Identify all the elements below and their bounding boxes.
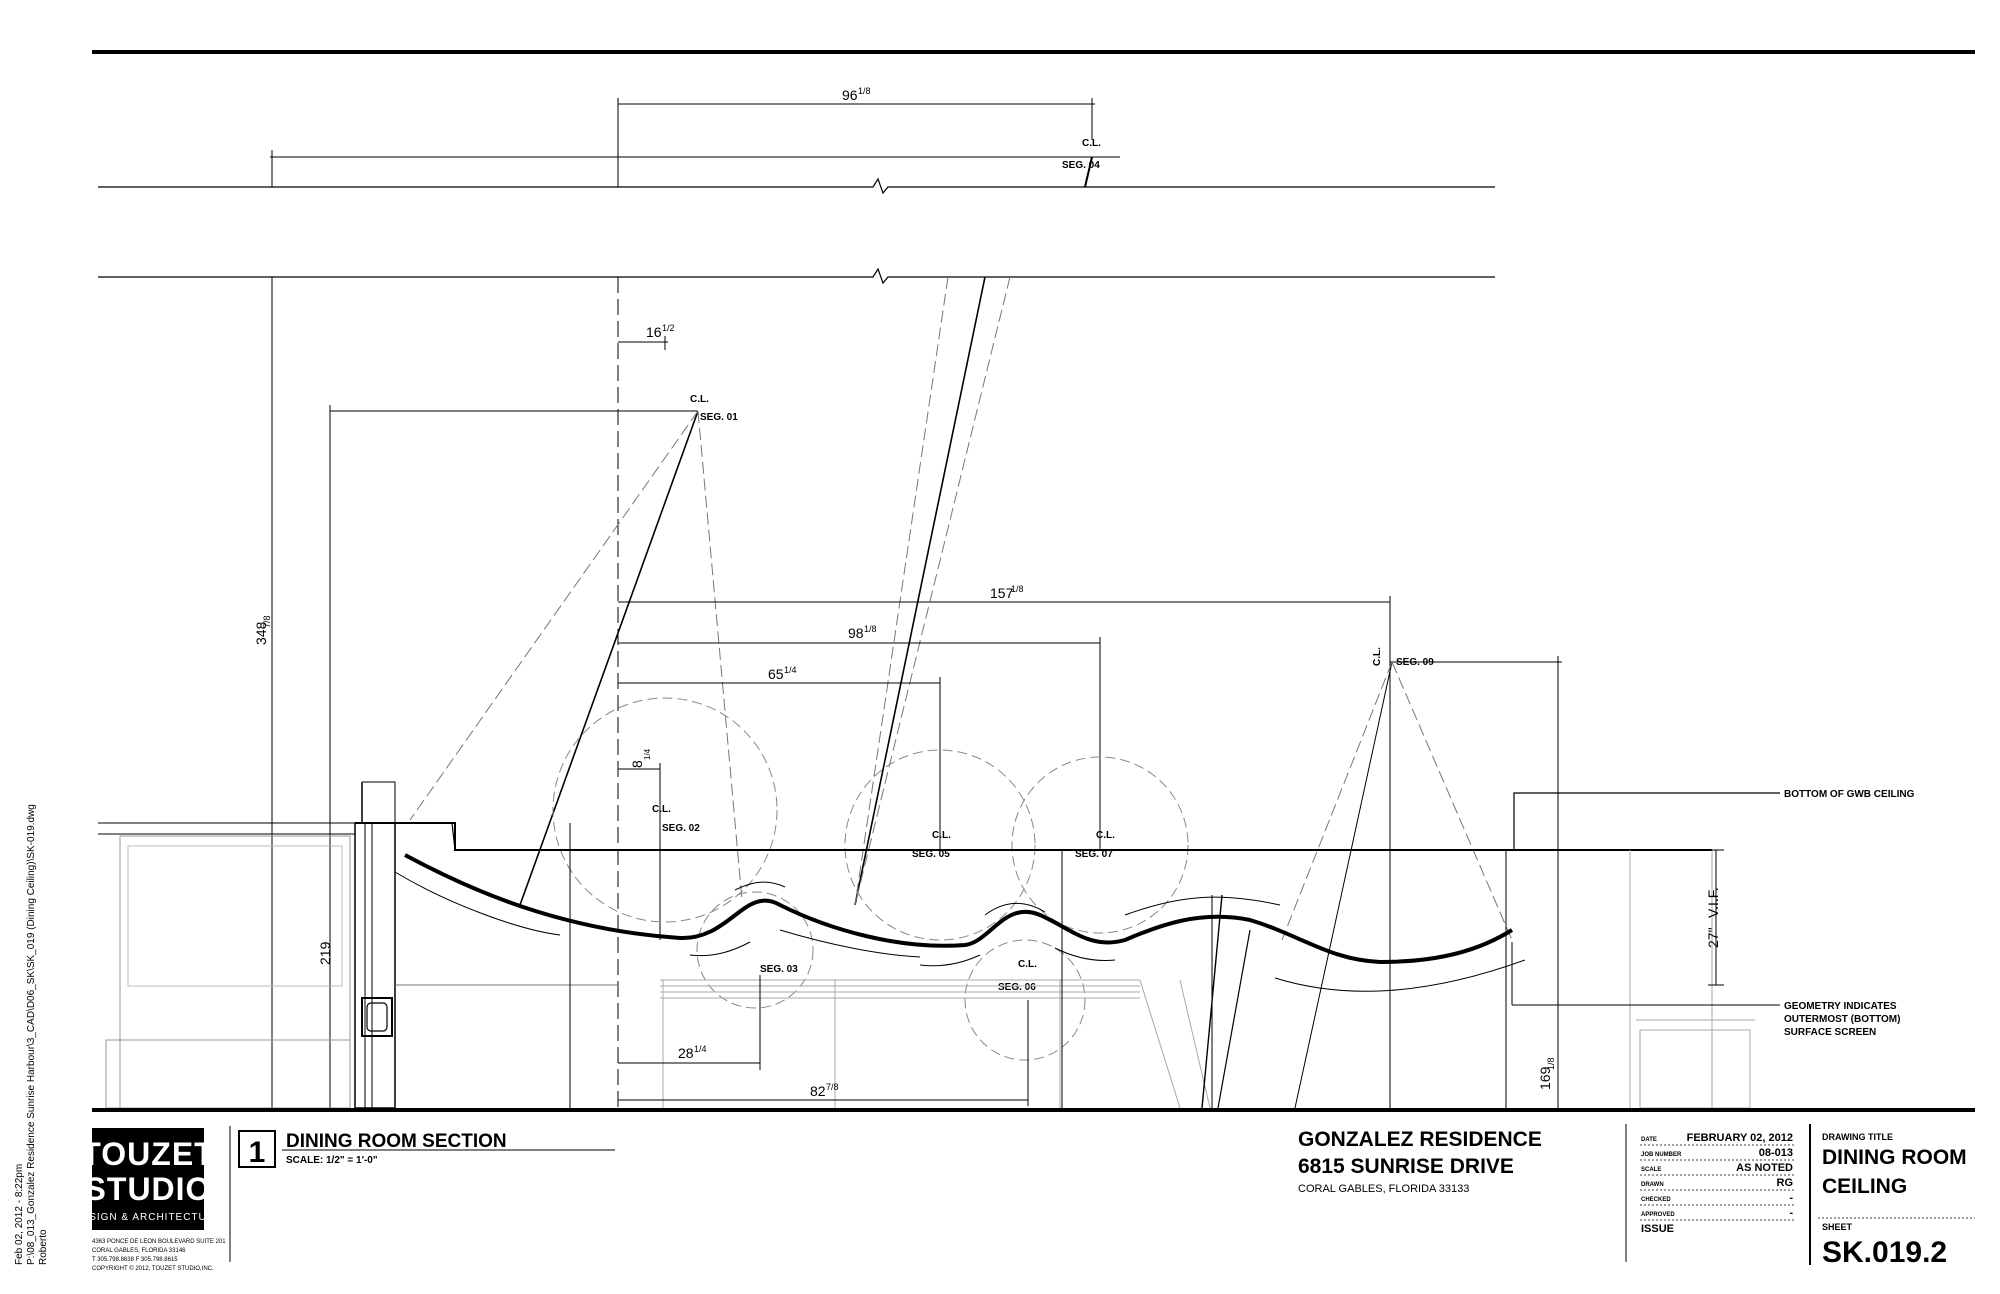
info-approved-label: APPROVED — [1641, 1212, 1675, 1218]
dim-28: 28 — [678, 1045, 694, 1061]
cl-seg07: C.L. — [1096, 830, 1115, 841]
dimension-stack — [618, 596, 1391, 1108]
label-seg05: SEG. 05 — [912, 849, 950, 860]
dim-16: 16 — [646, 324, 662, 340]
seg01-geometry — [329, 405, 743, 1108]
label-seg09: SEG. 09 — [1396, 657, 1434, 668]
info-job: 08-013 — [1759, 1147, 1793, 1159]
info-approved: - — [1789, 1207, 1793, 1219]
dim-96-frac: 1/8 — [858, 86, 871, 96]
drawing-title-label: DRAWING TITLE — [1822, 1132, 1893, 1142]
project-city: CORAL GABLES, FLORIDA 33133 — [1298, 1183, 1469, 1195]
break-lines — [98, 177, 1495, 285]
cl-seg02: C.L. — [652, 804, 671, 815]
dim-65: 65 — [768, 666, 784, 682]
sheet-label: SHEET — [1822, 1222, 1853, 1232]
project-name: GONZALEZ RESIDENCE — [1298, 1128, 1542, 1151]
label-geometry-2: OUTERMOST (BOTTOM) — [1784, 1014, 1900, 1025]
sheet-number: SK.019.2 — [1822, 1236, 1947, 1269]
info-date: FEBRUARY 02, 2012 — [1687, 1132, 1793, 1144]
drawing-title-line1: DINING ROOM — [1822, 1146, 1967, 1169]
label-seg03: SEG. 03 — [760, 964, 798, 975]
project-address: 6815 SUNRISE DRIVE — [1298, 1155, 1514, 1178]
cl-seg05: C.L. — [932, 830, 951, 841]
label-geometry-1: GEOMETRY INDICATES — [1784, 1001, 1897, 1012]
dimension-348 — [271, 277, 619, 1108]
file-path-line2: P:\08_013_Gonzalez Residence Sunrise Har… — [26, 804, 37, 1265]
dim-27: 27" — [1705, 927, 1721, 948]
dimension-96 — [270, 98, 1120, 188]
dim-82: 82 — [810, 1083, 826, 1099]
file-path-note: Feb 02, 2012 - 8:22pm P:\08_013_Gonzalez… — [14, 804, 50, 1265]
dim-348: 348 — [253, 621, 269, 645]
detail-title: DINING ROOM SECTION — [286, 1131, 507, 1152]
detail-number-box — [238, 1130, 276, 1168]
ceiling-screen-curve — [404, 853, 1514, 965]
drawing-title-line2: CEILING — [1822, 1175, 1907, 1198]
label-bottom-gwb: BOTTOM OF GWB CEILING — [1784, 789, 1915, 800]
cl-seg06: C.L. — [1018, 959, 1037, 970]
dim-98: 98 — [848, 625, 864, 641]
info-drawn-label: DRAWN — [1641, 1182, 1664, 1188]
firm-address-3: T 305.798.8638 F 305.798.8615 — [92, 1257, 178, 1263]
info-issue-label: ISSUE — [1641, 1223, 1674, 1235]
label-seg07: SEG. 07 — [1075, 849, 1113, 860]
cl-seg04: C.L. — [1082, 138, 1101, 149]
gwb-ceiling — [98, 792, 1780, 851]
seg05-radius-lines — [854, 276, 1011, 906]
dim-8: 8 — [629, 760, 645, 768]
dim-348-frac: 7/8 — [262, 615, 272, 628]
dim-157: 157 — [990, 585, 1014, 601]
dimension-16 — [618, 336, 668, 350]
label-seg02: SEG. 02 — [662, 823, 700, 834]
dim-82-frac: 7/8 — [826, 1082, 839, 1092]
file-path-line3: Roberto — [38, 1229, 49, 1265]
info-checked: - — [1789, 1192, 1793, 1204]
detail-scale: SCALE: 1/2" = 1'-0" — [286, 1155, 378, 1166]
file-path-line1: Feb 02, 2012 - 8:22pm — [14, 1163, 25, 1265]
firm-copyright: COPYRIGHT © 2012, TOUZET STUDIO,INC. — [92, 1265, 214, 1272]
dim-169: 169 — [1537, 1066, 1553, 1090]
info-checked-label: CHECKED — [1641, 1197, 1671, 1203]
left-wall — [105, 781, 396, 1109]
dim-98-frac: 1/8 — [864, 624, 877, 634]
label-seg01: SEG. 01 — [700, 412, 738, 423]
info-job-label: JOB NUMBER — [1641, 1152, 1682, 1158]
firm-tagline: DESIGN & ARCHITECTURE — [73, 1212, 222, 1223]
dim-65-frac: 1/4 — [784, 665, 797, 675]
furniture-background — [395, 850, 1755, 1109]
firm-name-line2: STUDIO — [85, 1171, 212, 1207]
info-scale: AS NOTED — [1736, 1162, 1793, 1174]
firm-name-line1: TOUZET — [81, 1136, 214, 1172]
label-seg04: SEG. 04 — [1062, 160, 1100, 171]
firm-address-2: CORAL GABLES, FLORIDA 33146 — [92, 1248, 186, 1254]
label-seg06: SEG. 06 — [998, 982, 1036, 993]
dim-219: 219 — [317, 941, 333, 965]
dim-28-frac: 1/4 — [694, 1044, 707, 1054]
info-date-label: DATE — [1641, 1137, 1657, 1143]
arc-dimensions — [394, 871, 1526, 992]
dim-157-frac: 1/8 — [1011, 584, 1024, 594]
dim-169-frac: 1/8 — [1546, 1057, 1556, 1070]
label-geometry-3: SURFACE SCREEN — [1784, 1027, 1876, 1038]
firm-logo-box — [92, 1128, 204, 1230]
info-rows — [1640, 1144, 1795, 1221]
info-scale-label: SCALE — [1641, 1167, 1661, 1173]
info-drawn: RG — [1777, 1177, 1794, 1189]
cl-seg09: C.L. — [1372, 647, 1383, 666]
seg09-geometry — [1281, 656, 1562, 1109]
dim-96: 96 — [842, 87, 858, 103]
cl-seg01: C.L. — [690, 394, 709, 405]
construction-circles — [552, 697, 1189, 1061]
dim-16-frac: 1/2 — [662, 323, 675, 333]
firm-address-1: 4363 PONCE DE LEON BOULEVARD SUITE 201 — [92, 1239, 226, 1245]
dim-8-frac: 1/4 — [643, 748, 652, 760]
detail-number: 1 — [249, 1136, 266, 1169]
lower-dimension-lines — [569, 823, 1780, 1109]
dim-vif: V.I.F. — [1705, 887, 1721, 918]
